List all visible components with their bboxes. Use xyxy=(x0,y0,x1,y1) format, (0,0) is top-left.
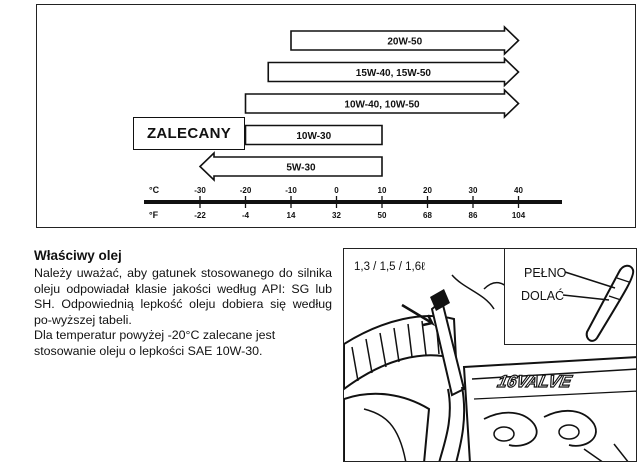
viscosity-bar xyxy=(244,88,520,119)
fahrenheit-tick-label: -4 xyxy=(242,211,250,220)
fahrenheit-tick-label: 32 xyxy=(332,211,341,220)
viscosity-bar-label: 10W-40, 10W-50 xyxy=(344,100,420,111)
celsius-tick-label: 10 xyxy=(378,186,387,195)
recommended-label: ZALECANY xyxy=(146,125,232,142)
full-mark-label: PEŁNO xyxy=(524,266,567,280)
viscosity-bar-label: 15W-40, 15W-50 xyxy=(356,68,432,79)
viscosity-chart: 20W-50 15W-40, 15W-50 10W-40, 10W-50 10W-30… xyxy=(36,4,636,228)
fahrenheit-unit-label: °F xyxy=(149,210,159,220)
add-mark-label: DOLAĆ xyxy=(521,289,565,303)
fahrenheit-tick-label: -22 xyxy=(194,211,206,220)
viscosity-bar xyxy=(267,56,520,88)
viscosity-bar-label: 5W-30 xyxy=(286,163,316,174)
viscosity-bar xyxy=(244,124,383,146)
recommendation-paragraph: Dla temperatur powyżej -20°C zalecane je… xyxy=(34,328,276,358)
celsius-tick-label: -10 xyxy=(285,186,297,195)
viscosity-bar xyxy=(198,151,383,182)
section-title: Właściwy olej xyxy=(34,248,122,263)
fahrenheit-tick-label: 50 xyxy=(378,211,387,220)
fahrenheit-tick-label: 104 xyxy=(512,211,526,220)
fahrenheit-tick-label: 68 xyxy=(423,211,432,220)
dipstick-inset: PEŁNO DOLAĆ xyxy=(504,249,636,345)
oil-grade-paragraph: Należy uważać, aby gatunek stosowanego d… xyxy=(34,266,332,327)
celsius-tick-label: 20 xyxy=(423,186,432,195)
viscosity-chart-svg: 20W-50 15W-40, 15W-50 10W-40, 10W-50 10W-30… xyxy=(144,25,562,220)
engine-variant-label: 1,3 / 1,5 / 1,6ℓ xyxy=(354,261,425,273)
dipstick-drawing xyxy=(562,264,635,342)
celsius-tick-label: 0 xyxy=(334,186,339,195)
oil-info-text: Właściwy olej Należy uważać, aby gatunek… xyxy=(34,248,332,360)
engine-mark: 16VALVE xyxy=(496,371,574,391)
celsius-tick-label: 40 xyxy=(514,186,523,195)
viscosity-bar xyxy=(290,25,520,56)
fahrenheit-tick-label: 14 xyxy=(287,211,296,220)
temperature-axis xyxy=(144,200,562,204)
engine-drawing: 16VALVE xyxy=(344,274,636,461)
celsius-tick-label: 30 xyxy=(469,186,478,195)
viscosity-bar-label: 20W-50 xyxy=(387,37,422,48)
engine-illustration: 16VALVE 1,3 / 1,5 / 1,6ℓ PEŁNO DOLAĆ xyxy=(343,248,637,462)
fahrenheit-tick-label: 86 xyxy=(469,211,478,220)
viscosity-bar-label: 10W-30 xyxy=(296,131,331,142)
celsius-tick-label: -30 xyxy=(194,186,206,195)
celsius-unit-label: °C xyxy=(149,185,160,195)
celsius-tick-label: -20 xyxy=(240,186,252,195)
recommended-callout: ZALECANY xyxy=(133,117,245,150)
